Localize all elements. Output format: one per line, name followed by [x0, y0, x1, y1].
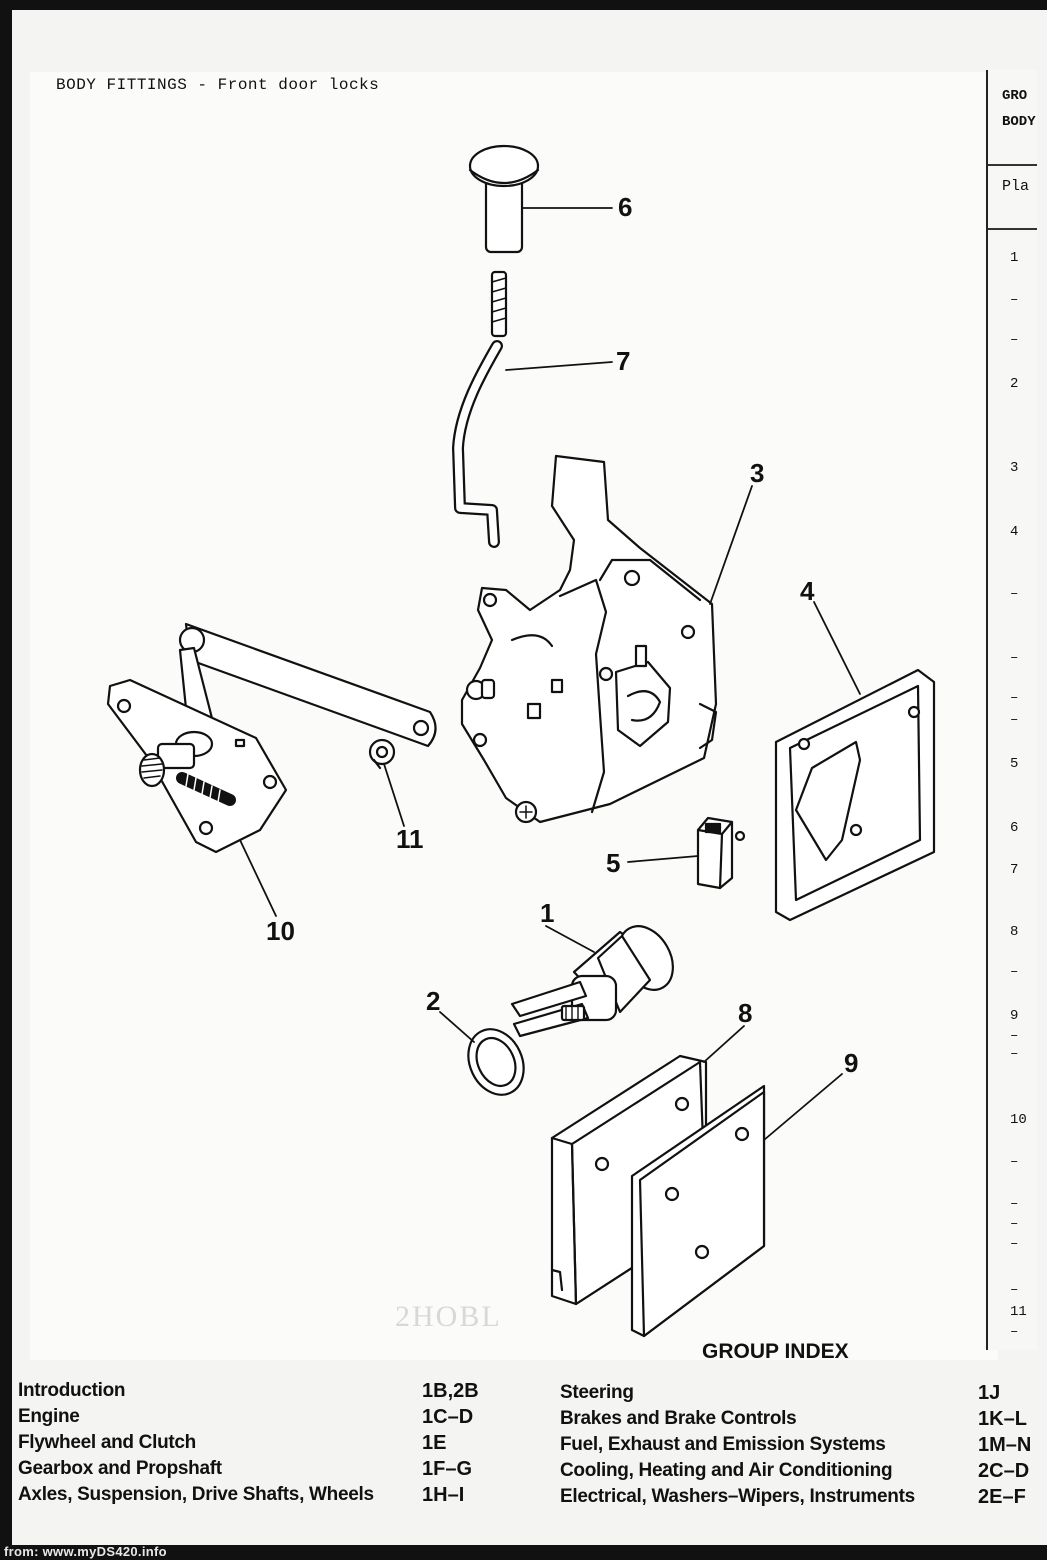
index-code: 2E–F — [978, 1486, 1026, 1508]
callout-3: 3 — [750, 458, 764, 488]
plate-ref: – — [1010, 964, 1019, 980]
header-rule — [988, 164, 1037, 166]
index-code: 1C–D — [422, 1406, 474, 1428]
index-code: 1H–I — [422, 1484, 465, 1506]
index-code: 1F–G — [422, 1458, 473, 1480]
index-name: Engine — [18, 1406, 80, 1427]
part-5-clip — [696, 816, 746, 890]
index-code: 1M–N — [978, 1434, 1032, 1456]
index-code: 1B,2B — [422, 1380, 479, 1402]
page-title: BODY FITTINGS - Front door locks — [56, 76, 380, 94]
plate-ref: – — [1010, 690, 1019, 706]
parts-list-side-panel: GRO BODY Pla 1 – – 2 3 4 – – – – 5 6 7 8… — [986, 70, 1037, 1350]
plate-ref: 11 — [1010, 1304, 1027, 1320]
plate-ref: – — [1010, 712, 1019, 728]
part-9-plate — [630, 1084, 766, 1338]
plate-ref: – — [1010, 292, 1019, 308]
plate-ref: – — [1010, 332, 1019, 348]
part-6-lock-button — [468, 144, 540, 254]
plate-column-label: Pla — [1002, 178, 1030, 195]
column-rule — [988, 228, 1037, 230]
part-10-remote-control — [106, 622, 437, 854]
plate-ref: – — [1010, 650, 1019, 666]
part-4-backing-pad — [774, 668, 936, 922]
callout-1: 1 — [540, 898, 554, 928]
index-name: Fuel, Exhaust and Emission Systems — [560, 1434, 886, 1455]
callout-5: 5 — [606, 848, 620, 878]
index-name: Steering — [560, 1382, 634, 1403]
plate-ref: – — [1010, 1196, 1019, 1212]
group-header-line1: GRO — [1002, 88, 1028, 104]
plate-ref: 5 — [1010, 756, 1019, 772]
index-name: Introduction — [18, 1380, 126, 1401]
handwritten-plate-mark: 2HOBL — [395, 1300, 502, 1333]
part-3-lock-body — [460, 454, 718, 824]
part-7-operating-rod — [452, 340, 503, 548]
index-name: Brakes and Brake Controls — [560, 1408, 797, 1429]
index-code: 1J — [978, 1382, 1001, 1404]
callout-6: 6 — [618, 192, 632, 222]
callout-8: 8 — [738, 998, 752, 1028]
index-name: Flywheel and Clutch — [18, 1432, 196, 1453]
plate-ref: 8 — [1010, 924, 1019, 940]
plate-ref: – — [1010, 1216, 1019, 1232]
plate-ref: – — [1010, 1324, 1019, 1340]
threaded-stud — [490, 270, 508, 338]
index-name: Gearbox and Propshaft — [18, 1458, 222, 1479]
index-name: Axles, Suspension, Drive Shafts, Wheels — [18, 1484, 374, 1505]
plate-ref: 1 — [1010, 250, 1019, 266]
callout-7: 7 — [616, 346, 630, 376]
callout-4: 4 — [800, 576, 815, 606]
callout-10: 10 — [266, 916, 295, 946]
plate-ref: – — [1010, 1046, 1019, 1062]
plate-ref: – — [1010, 1154, 1019, 1170]
plate-ref: – — [1010, 1282, 1019, 1298]
part-11-retaining-clip — [368, 738, 396, 770]
leader-lines — [239, 207, 861, 1141]
index-name: Cooling, Heating and Air Conditioning — [560, 1460, 893, 1481]
index-code: 2C–D — [978, 1460, 1030, 1482]
callout-11: 11 — [396, 824, 424, 854]
plate-ref: 2 — [1010, 376, 1019, 392]
index-code: 1K–L — [978, 1408, 1027, 1430]
plate-ref: 9 — [1010, 1008, 1019, 1024]
plate-ref: 10 — [1010, 1112, 1027, 1128]
plate-ref: – — [1010, 1028, 1019, 1044]
plate-ref: 3 — [1010, 460, 1019, 476]
plate-ref: – — [1010, 1236, 1019, 1252]
index-name: Electrical, Washers–Wipers, Instruments — [560, 1486, 915, 1507]
plate-ref: 7 — [1010, 862, 1019, 878]
part-1-lock-barrel — [510, 925, 674, 1038]
part-2-seal-ring — [467, 1028, 525, 1096]
group-header-line2: BODY — [1002, 114, 1036, 130]
plate-ref: 4 — [1010, 524, 1019, 540]
group-index-title: GROUP INDEX — [702, 1340, 849, 1363]
plate-ref: 6 — [1010, 820, 1019, 836]
plate-ref: – — [1010, 586, 1019, 602]
callout-9: 9 — [844, 1048, 858, 1078]
source-footer: from: www.myDS420.info — [4, 1544, 167, 1559]
callout-2: 2 — [426, 986, 440, 1016]
index-code: 1E — [422, 1432, 447, 1454]
